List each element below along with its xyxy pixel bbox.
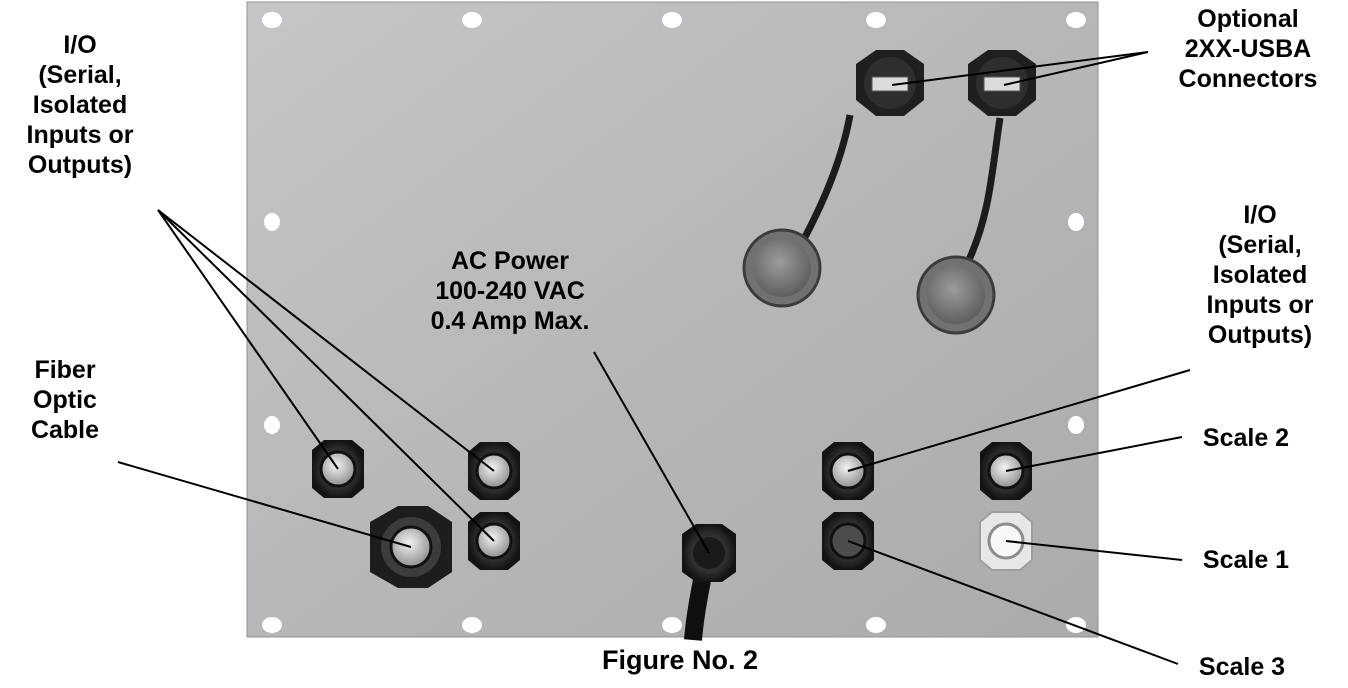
leader-fiber bbox=[117, 461, 412, 548]
leader-io-left-1 bbox=[157, 209, 339, 470]
label-scale-3: Scale 3 bbox=[1198, 653, 1286, 681]
mounting-hole bbox=[866, 617, 886, 633]
leader-io-left-2 bbox=[157, 209, 495, 472]
mounting-hole bbox=[662, 617, 682, 633]
label-usb-connectors: Optional 2XX-USBA Connectors bbox=[1178, 5, 1318, 93]
mounting-hole bbox=[662, 12, 682, 28]
label-scale-2: Scale 2 bbox=[1202, 424, 1290, 452]
mounting-hole bbox=[462, 12, 482, 28]
leader-io-right bbox=[847, 369, 1191, 472]
mounting-hole bbox=[264, 213, 280, 231]
leader-scale-1 bbox=[1005, 540, 1183, 561]
usb-connector-2 bbox=[964, 50, 1036, 264]
label-ac-power: AC Power 100-240 VAC 0.4 Amp Max. bbox=[430, 247, 590, 335]
leader-usb-1 bbox=[891, 51, 1149, 86]
leader-scale-2 bbox=[1005, 436, 1183, 472]
label-io-right: I/O (Serial, Isolated Inputs or Outputs) bbox=[1206, 201, 1314, 349]
mounting-hole bbox=[264, 416, 280, 434]
mounting-hole bbox=[1068, 213, 1084, 231]
mounting-hole bbox=[1068, 416, 1084, 434]
mounting-hole bbox=[262, 12, 282, 28]
mounting-hole bbox=[866, 12, 886, 28]
leader-usb-2 bbox=[1003, 51, 1149, 86]
leader-io-left-3 bbox=[157, 209, 495, 542]
usb-cap-1 bbox=[742, 228, 822, 308]
leader-scale-3 bbox=[847, 540, 1179, 665]
mounting-hole bbox=[262, 617, 282, 633]
label-fiber-optic: Fiber Optic Cable bbox=[30, 356, 100, 444]
figure-caption: Figure No. 2 bbox=[601, 645, 758, 675]
label-io-left: I/O (Serial, Isolated Inputs or Outputs) bbox=[26, 31, 134, 179]
mounting-hole bbox=[462, 617, 482, 633]
leader-ac-power bbox=[593, 351, 710, 554]
mounting-holes bbox=[262, 12, 1086, 633]
usb-cap-2 bbox=[916, 255, 996, 335]
mounting-hole bbox=[1066, 12, 1086, 28]
leader-lines bbox=[117, 51, 1191, 665]
label-scale-1: Scale 1 bbox=[1202, 546, 1290, 574]
